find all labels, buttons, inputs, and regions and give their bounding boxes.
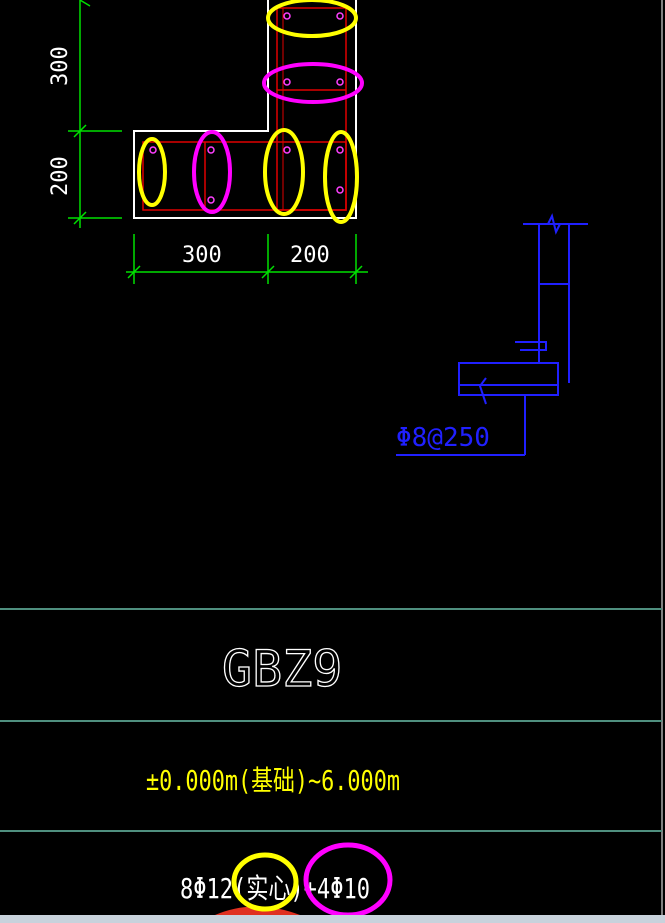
markup-ellipse-yellow	[137, 137, 167, 207]
reinforcement-spec: 8Φ12(实心)+4Φ10	[180, 872, 370, 905]
rebar-dot	[207, 146, 215, 154]
markup-ellipse-magenta	[262, 62, 364, 104]
markup-ellipse-yellow	[263, 128, 305, 216]
rebar-dot	[149, 146, 157, 154]
dim-label-left-horizontal: 300	[182, 243, 222, 268]
dimension-lines	[68, 0, 368, 284]
rebar-dot	[207, 196, 215, 204]
anchorage-detail	[396, 213, 588, 456]
schedule-table-lines	[0, 608, 662, 832]
rebar-dot	[283, 12, 291, 20]
section-outline	[133, 0, 357, 219]
rebar-dot	[283, 146, 291, 154]
rebar-dot	[336, 146, 344, 154]
wall-section	[133, 0, 357, 219]
footing-outline	[458, 362, 559, 396]
dim-tick	[261, 265, 275, 279]
rebar-dot	[336, 78, 344, 86]
stirrup-vertical-leg	[276, 7, 347, 211]
dim-tick	[73, 211, 87, 225]
hook-mark	[478, 377, 487, 405]
markup-ellipse-yellow	[231, 852, 299, 912]
markup-ellipse-yellow	[266, 0, 358, 38]
review-markups	[137, 0, 364, 224]
stirrup-hook	[515, 341, 547, 351]
elevation-range: ±0.000m(基础)~6.000m	[146, 764, 400, 797]
rebar-dot	[336, 186, 344, 194]
member-name: GBZ9	[222, 640, 342, 698]
rebar-dot	[336, 12, 344, 20]
dim-tick	[79, 0, 91, 7]
dim-label-bottom-vertical: 200	[48, 156, 73, 196]
dimension-labels: 300 200 300 200	[48, 46, 330, 268]
dim-tick	[127, 265, 141, 279]
markup-ellipse-yellow	[323, 130, 359, 224]
dim-label-top-vertical: 300	[48, 46, 73, 86]
markup-ellipse-magenta	[192, 130, 232, 214]
rebar-dot	[283, 78, 291, 86]
stirrup-horizontal-leg	[142, 141, 347, 211]
dim-label-right-horizontal: 200	[290, 243, 330, 268]
dim-tick	[73, 124, 87, 138]
bottom-scrollbar[interactable]	[0, 915, 665, 923]
break-mark	[547, 213, 561, 235]
rebar-spec-label: Φ8@250	[396, 423, 490, 453]
dim-tick	[349, 265, 363, 279]
